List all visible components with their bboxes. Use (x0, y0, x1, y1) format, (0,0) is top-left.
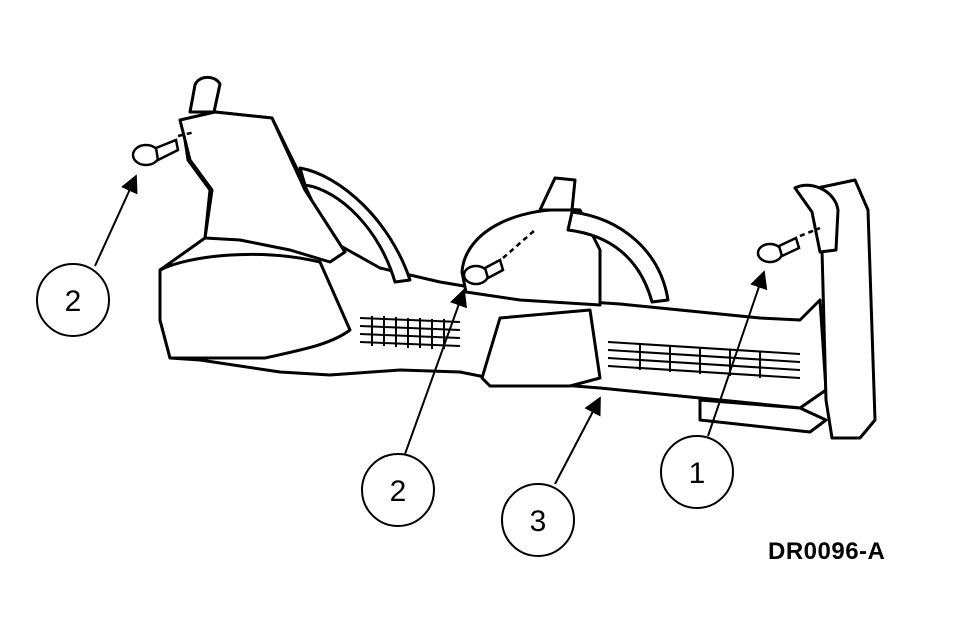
screw-left (131, 130, 196, 167)
leader-3 (554, 396, 601, 485)
left-pillar (178, 110, 347, 264)
center-dome (460, 207, 602, 307)
callout-2b-label: 2 (390, 475, 407, 508)
left-scuff-section (158, 252, 352, 360)
callout-1-label: 1 (689, 457, 706, 490)
left-strap (298, 166, 412, 284)
callout-2a: 2 (36, 263, 110, 337)
callout-3: 3 (501, 483, 575, 557)
leader-lines (94, 174, 768, 485)
center-box (480, 308, 602, 388)
figure-code: DR0096-A (768, 538, 886, 565)
callout-2a-label: 2 (65, 285, 82, 318)
vent-grilles (359, 316, 801, 379)
screw-right (756, 226, 821, 264)
right-loop (793, 183, 840, 254)
right-flange (698, 398, 828, 434)
left-hook (188, 75, 222, 114)
center-belt (566, 210, 670, 304)
trim-panel (158, 75, 877, 440)
callout-2b: 2 (361, 453, 435, 527)
leader-2b (404, 288, 467, 455)
callout-3-label: 3 (530, 505, 547, 538)
leader-2a (94, 174, 138, 267)
callout-1: 1 (660, 435, 734, 509)
center-bracket (538, 176, 577, 212)
screw-center (462, 229, 536, 286)
leader-1 (707, 270, 768, 437)
